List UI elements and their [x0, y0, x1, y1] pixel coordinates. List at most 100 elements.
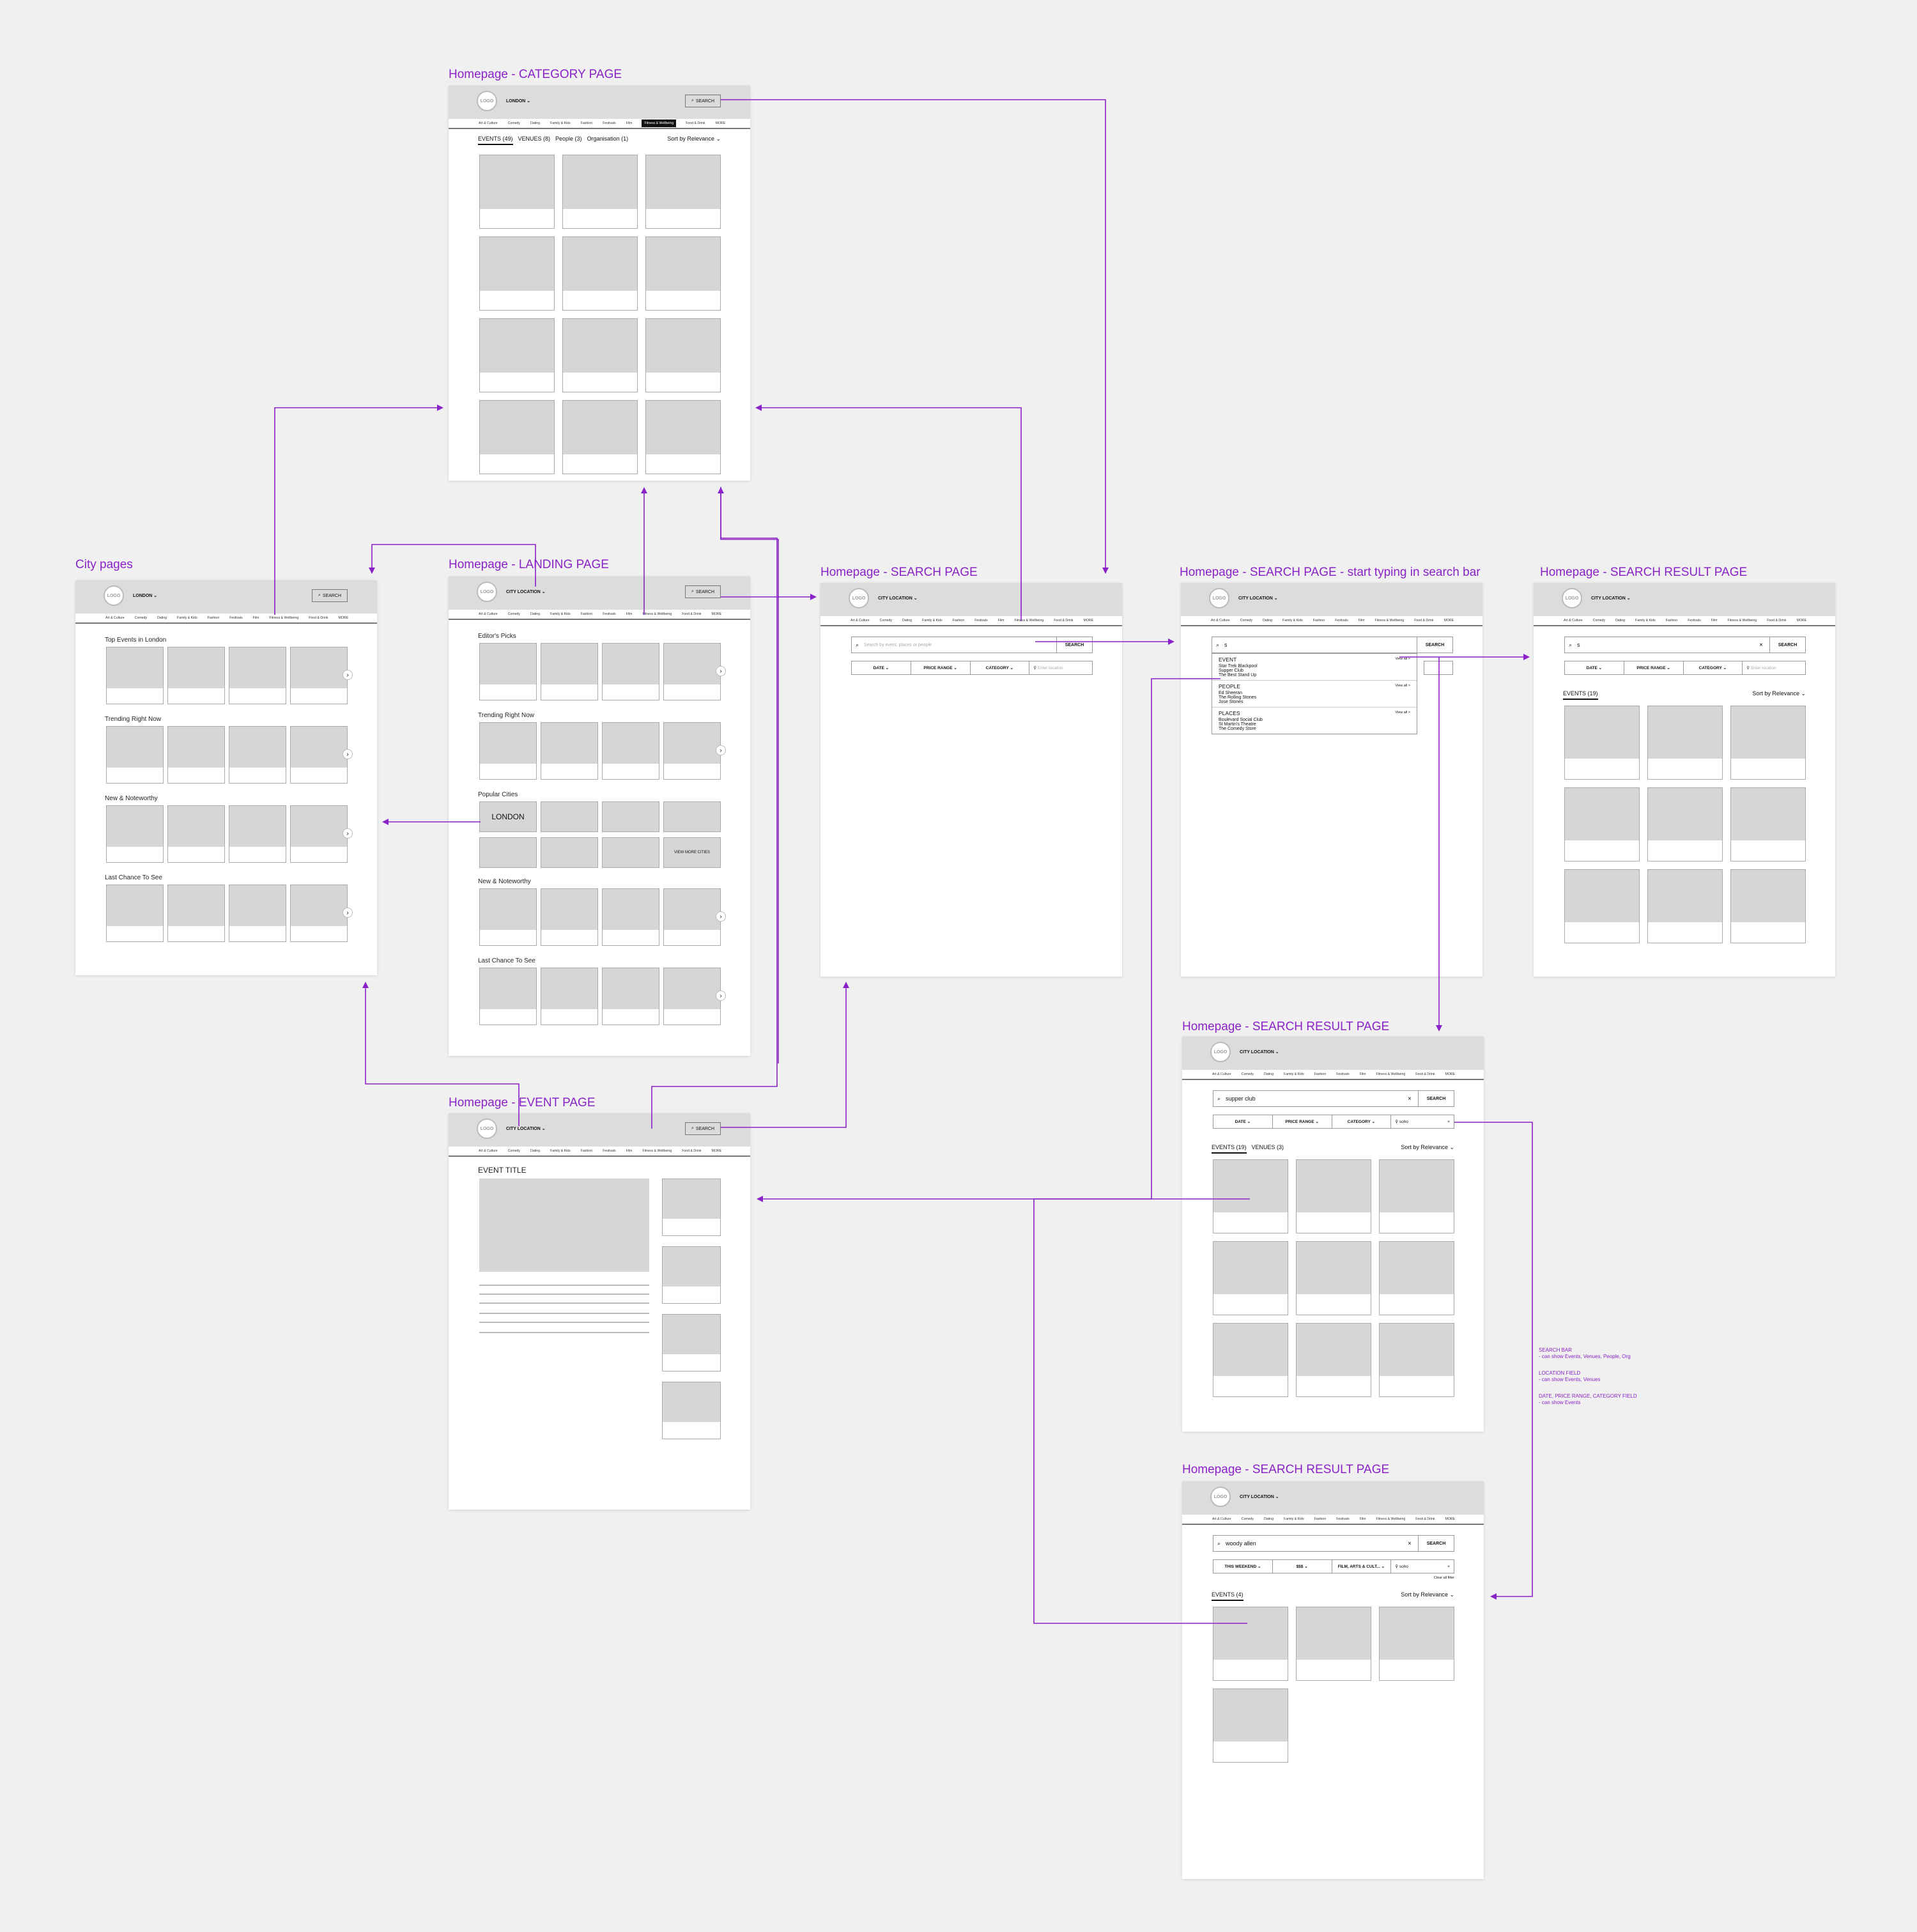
logo[interactable]: LOGO [1210, 1042, 1231, 1062]
tab-events[interactable]: EVENTS (19) [1563, 690, 1598, 700]
location-selector[interactable]: CITY LOCATION ⌄ [506, 1127, 546, 1131]
event-card[interactable] [1213, 1689, 1288, 1763]
event-card[interactable] [479, 722, 537, 780]
related-card[interactable] [662, 1179, 721, 1236]
category-filter[interactable]: CATEGORY ⌄ [1332, 1115, 1392, 1128]
nav-item[interactable]: Festivals [1336, 1517, 1350, 1521]
nav-item[interactable]: Comedy [1240, 619, 1253, 622]
search-input[interactable]: ⌕ Search by event, places or people SEAR… [851, 637, 1093, 653]
event-card[interactable] [229, 647, 286, 704]
carousel-next-icon[interactable]: › [716, 745, 726, 755]
event-card[interactable] [562, 155, 638, 229]
event-card[interactable] [1647, 706, 1723, 780]
nav-item[interactable]: Family & Kids [550, 121, 571, 125]
location-selector[interactable]: CITY LOCATION ⌄ [1240, 1050, 1279, 1055]
nav-item[interactable]: Comedy [507, 612, 521, 616]
autocomplete-item[interactable]: Jose Stones [1219, 700, 1243, 704]
event-card[interactable] [479, 643, 537, 700]
city-tile[interactable] [602, 801, 659, 832]
autocomplete-item[interactable]: St Martin's Theatre [1219, 722, 1256, 727]
nav-item[interactable]: Dating [530, 121, 541, 125]
event-card[interactable] [1647, 869, 1723, 943]
event-card[interactable] [663, 888, 721, 946]
nav-item[interactable]: Fitness & Wellbeing [269, 616, 299, 620]
category-filter[interactable]: CATEGORY ⌄ [1684, 661, 1743, 674]
nav-item[interactable]: Comedy [879, 619, 893, 622]
price-filter[interactable]: PRICE RANGE ⌄ [1624, 661, 1684, 674]
nav-item[interactable]: Art & Culture [479, 1149, 498, 1153]
autocomplete-item[interactable]: Star Trek Blackpool [1219, 664, 1258, 668]
view-more-cities-button[interactable]: VIEW MORE CITIES [663, 837, 721, 868]
nav-item[interactable]: Comedy [1592, 619, 1606, 622]
nav-item[interactable]: Fashion [207, 616, 220, 620]
nav-item[interactable]: Family & Kids [550, 1149, 571, 1153]
logo[interactable]: LOGO [477, 91, 497, 111]
nav-item[interactable]: Dating [1264, 1517, 1274, 1521]
nav-item[interactable]: Film [626, 121, 633, 125]
event-card[interactable] [541, 643, 598, 700]
nav-item[interactable]: Food & Drink [1054, 619, 1074, 622]
tab-events[interactable]: EVENTS (49) [478, 135, 513, 145]
nav-item[interactable]: Family & Kids [1282, 619, 1303, 622]
search-submit-button[interactable]: SEARCH [1769, 637, 1805, 653]
autocomplete-item[interactable]: The Best Stand Up [1219, 673, 1257, 677]
event-card[interactable] [541, 888, 598, 946]
tab-events[interactable]: EVENTS (19) [1212, 1144, 1247, 1154]
city-tile[interactable] [541, 801, 598, 832]
nav-item[interactable]: Festivals [603, 1149, 616, 1153]
nav-item[interactable]: Dating [902, 619, 912, 622]
nav-item[interactable]: Art & Culture [1211, 619, 1230, 622]
nav-item[interactable]: Art & Culture [479, 612, 498, 616]
nav-item[interactable]: Fitness & Wellbeing [642, 612, 672, 616]
event-card[interactable] [1296, 1159, 1371, 1233]
autocomplete-item[interactable]: The Comedy Store [1219, 727, 1256, 731]
event-card[interactable] [562, 400, 638, 474]
autocomplete-item[interactable]: Ed Sheeran [1219, 691, 1242, 695]
nav-more[interactable]: MORE [1796, 619, 1807, 622]
event-card[interactable] [602, 968, 659, 1025]
event-card[interactable] [479, 155, 555, 229]
nav-item-active[interactable]: Fitness & Wellbeing [642, 120, 677, 127]
location-field[interactable]: ⚲ Enter location [1746, 665, 1776, 671]
search-submit-button[interactable]: SEARCH [1418, 1091, 1454, 1106]
nav-more[interactable]: MORE [338, 616, 349, 620]
event-card[interactable] [290, 805, 348, 863]
nav-item[interactable]: Film [1358, 619, 1365, 622]
clear-all-filter-link[interactable]: Clear all filter [1433, 1576, 1454, 1580]
event-card[interactable] [562, 318, 638, 392]
related-card[interactable] [662, 1246, 721, 1304]
nav-item[interactable]: Comedy [1241, 1517, 1254, 1521]
nav-item[interactable]: Festivals [603, 612, 616, 616]
nav-item[interactable]: Dating [1615, 619, 1626, 622]
event-card[interactable] [290, 885, 348, 942]
logo[interactable]: LOGO [1210, 1487, 1231, 1507]
carousel-next-icon[interactable]: › [716, 911, 726, 922]
nav-item[interactable]: Family & Kids [550, 612, 571, 616]
location-selector[interactable]: LONDON ⌄ [506, 99, 531, 104]
nav-item[interactable]: Food & Drink [682, 1149, 702, 1153]
search-input[interactable]: ⌕ s SEARCH [1212, 637, 1453, 653]
sort-dropdown[interactable]: Sort by Relevance ⌄ [1401, 1144, 1454, 1150]
nav-item[interactable]: Family & Kids [177, 616, 197, 620]
nav-item[interactable]: Film [1359, 1072, 1366, 1076]
event-card[interactable] [663, 722, 721, 780]
event-card[interactable] [1379, 1241, 1454, 1315]
location-selector[interactable]: CITY LOCATION ⌄ [1591, 596, 1631, 601]
category-filter[interactable]: FILM, ARTS & CULT... ⌄ [1332, 1560, 1392, 1573]
event-card[interactable] [106, 885, 164, 942]
event-card[interactable] [229, 885, 286, 942]
nav-item[interactable]: Comedy [507, 121, 521, 125]
logo[interactable]: LOGO [849, 588, 869, 608]
event-card[interactable] [1213, 1241, 1288, 1315]
event-card[interactable] [479, 968, 537, 1025]
nav-item[interactable]: Fashion [580, 121, 593, 125]
search-submit-button[interactable]: SEARCH [1417, 637, 1452, 653]
nav-item[interactable]: Food & Drink [1767, 619, 1787, 622]
sort-dropdown[interactable]: Sort by Relevance ⌄ [667, 135, 721, 142]
event-card[interactable] [479, 318, 555, 392]
price-filter[interactable]: PRICE RANGE ⌄ [1273, 1115, 1332, 1128]
clear-icon[interactable]: × [1759, 641, 1763, 649]
event-card[interactable] [541, 722, 598, 780]
nav-item[interactable]: Festivals [1688, 619, 1701, 622]
event-card[interactable] [1379, 1607, 1454, 1681]
